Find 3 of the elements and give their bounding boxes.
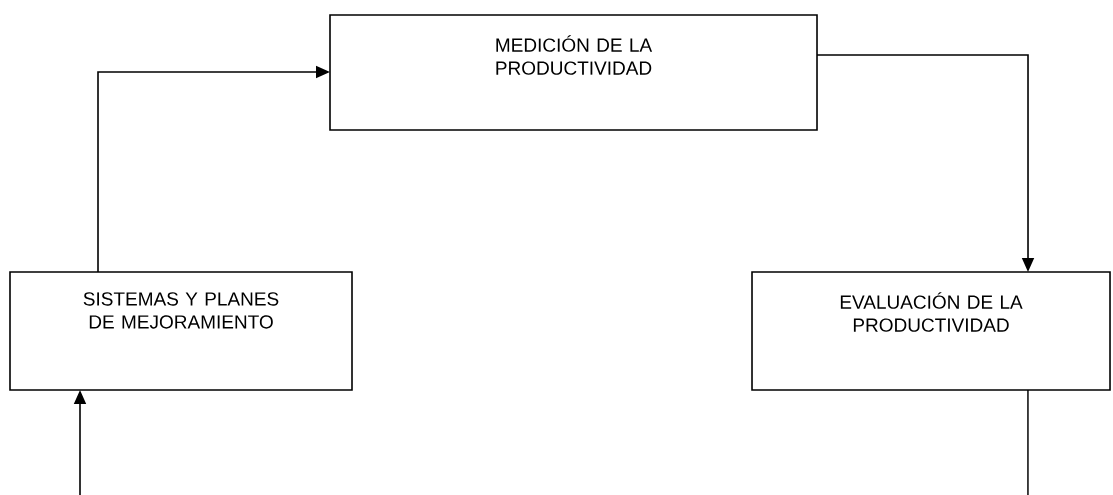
process-box: MEDICIÓN DE LA PRODUCTIVIDAD xyxy=(329,14,818,131)
process-box: SISTEMAS Y PLANES DE MEJORAMIENTO xyxy=(9,271,353,391)
process-box: EVALUACIÓN DE LA PRODUCTIVIDAD xyxy=(751,271,1111,391)
